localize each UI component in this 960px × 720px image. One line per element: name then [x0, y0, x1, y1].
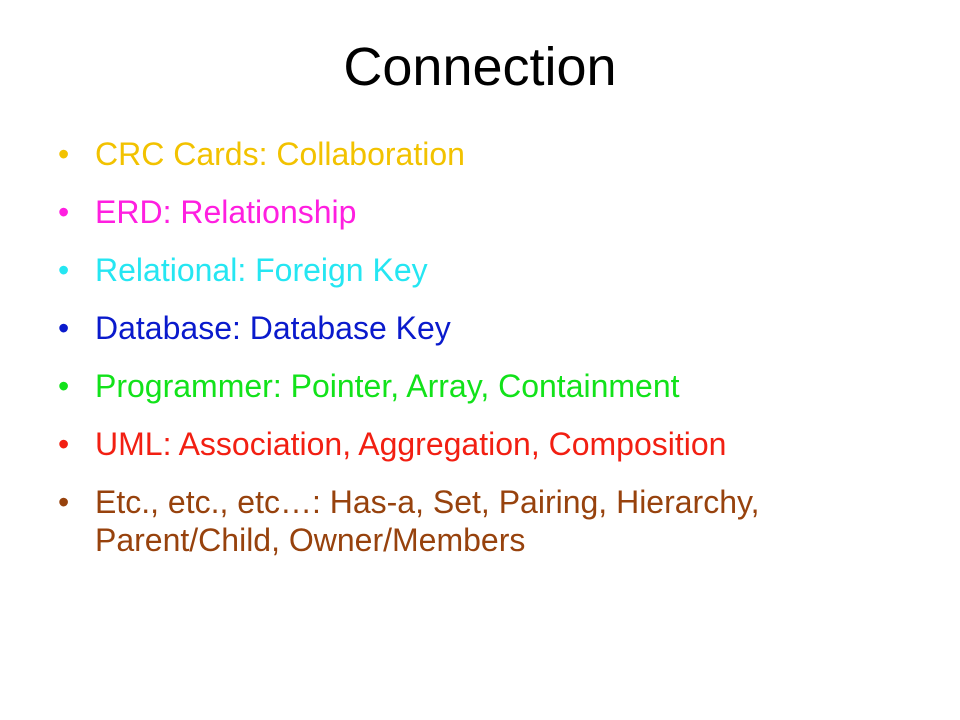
bullet-icon: •	[58, 136, 70, 172]
bullet-icon: •	[58, 310, 70, 346]
bullet-text: ERD: Relationship	[95, 194, 357, 230]
bullet-icon: •	[58, 426, 70, 462]
bullet-item-uml: • UML: Association, Aggregation, Composi…	[58, 425, 938, 463]
bullet-text: Etc., etc., etc…: Has-a, Set, Pairing, H…	[95, 484, 760, 558]
bullet-text: Database: Database Key	[95, 310, 451, 346]
bullet-item-etc: • Etc., etc., etc…: Has-a, Set, Pairing,…	[58, 483, 938, 559]
slide-title: Connection	[343, 37, 617, 97]
bullet-item-erd: • ERD: Relationship	[58, 193, 938, 231]
bullet-item-crc-cards: • CRC Cards: Collaboration	[58, 135, 938, 173]
bullet-icon: •	[58, 252, 70, 288]
bullet-item-relational: • Relational: Foreign Key	[58, 251, 938, 289]
bullet-text: UML: Association, Aggregation, Compositi…	[95, 426, 727, 462]
bullet-item-database: • Database: Database Key	[58, 309, 938, 347]
bullet-item-programmer: • Programmer: Pointer, Array, Containmen…	[58, 367, 938, 405]
bullet-text: Relational: Foreign Key	[95, 252, 428, 288]
bullet-text: Programmer: Pointer, Array, Containment	[95, 368, 680, 404]
bullet-icon: •	[58, 368, 70, 404]
bullet-text: CRC Cards: Collaboration	[95, 136, 465, 172]
bullet-list: • CRC Cards: Collaboration • ERD: Relati…	[58, 135, 938, 579]
bullet-icon: •	[58, 484, 70, 520]
bullet-icon: •	[58, 194, 70, 230]
